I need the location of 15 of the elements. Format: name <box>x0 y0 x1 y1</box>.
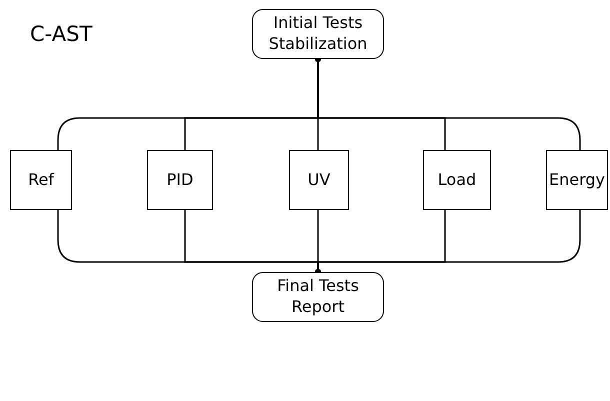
diagram-title: C-AST <box>30 22 92 46</box>
process-box <box>147 150 213 210</box>
rounded-box <box>252 272 384 322</box>
process-box <box>10 150 72 210</box>
node-label: Energy <box>548 170 605 190</box>
node-label: PID <box>166 170 194 190</box>
node-label: Load <box>438 170 476 190</box>
node-label: Initial Tests Stabilization <box>268 13 368 55</box>
rounded-box <box>252 9 384 59</box>
process-box <box>546 150 608 210</box>
node-label: Ref <box>28 170 54 190</box>
node-label: UV <box>308 170 330 190</box>
process-box <box>423 150 491 210</box>
node-label: Final Tests Report <box>276 276 360 318</box>
process-box <box>289 150 349 210</box>
